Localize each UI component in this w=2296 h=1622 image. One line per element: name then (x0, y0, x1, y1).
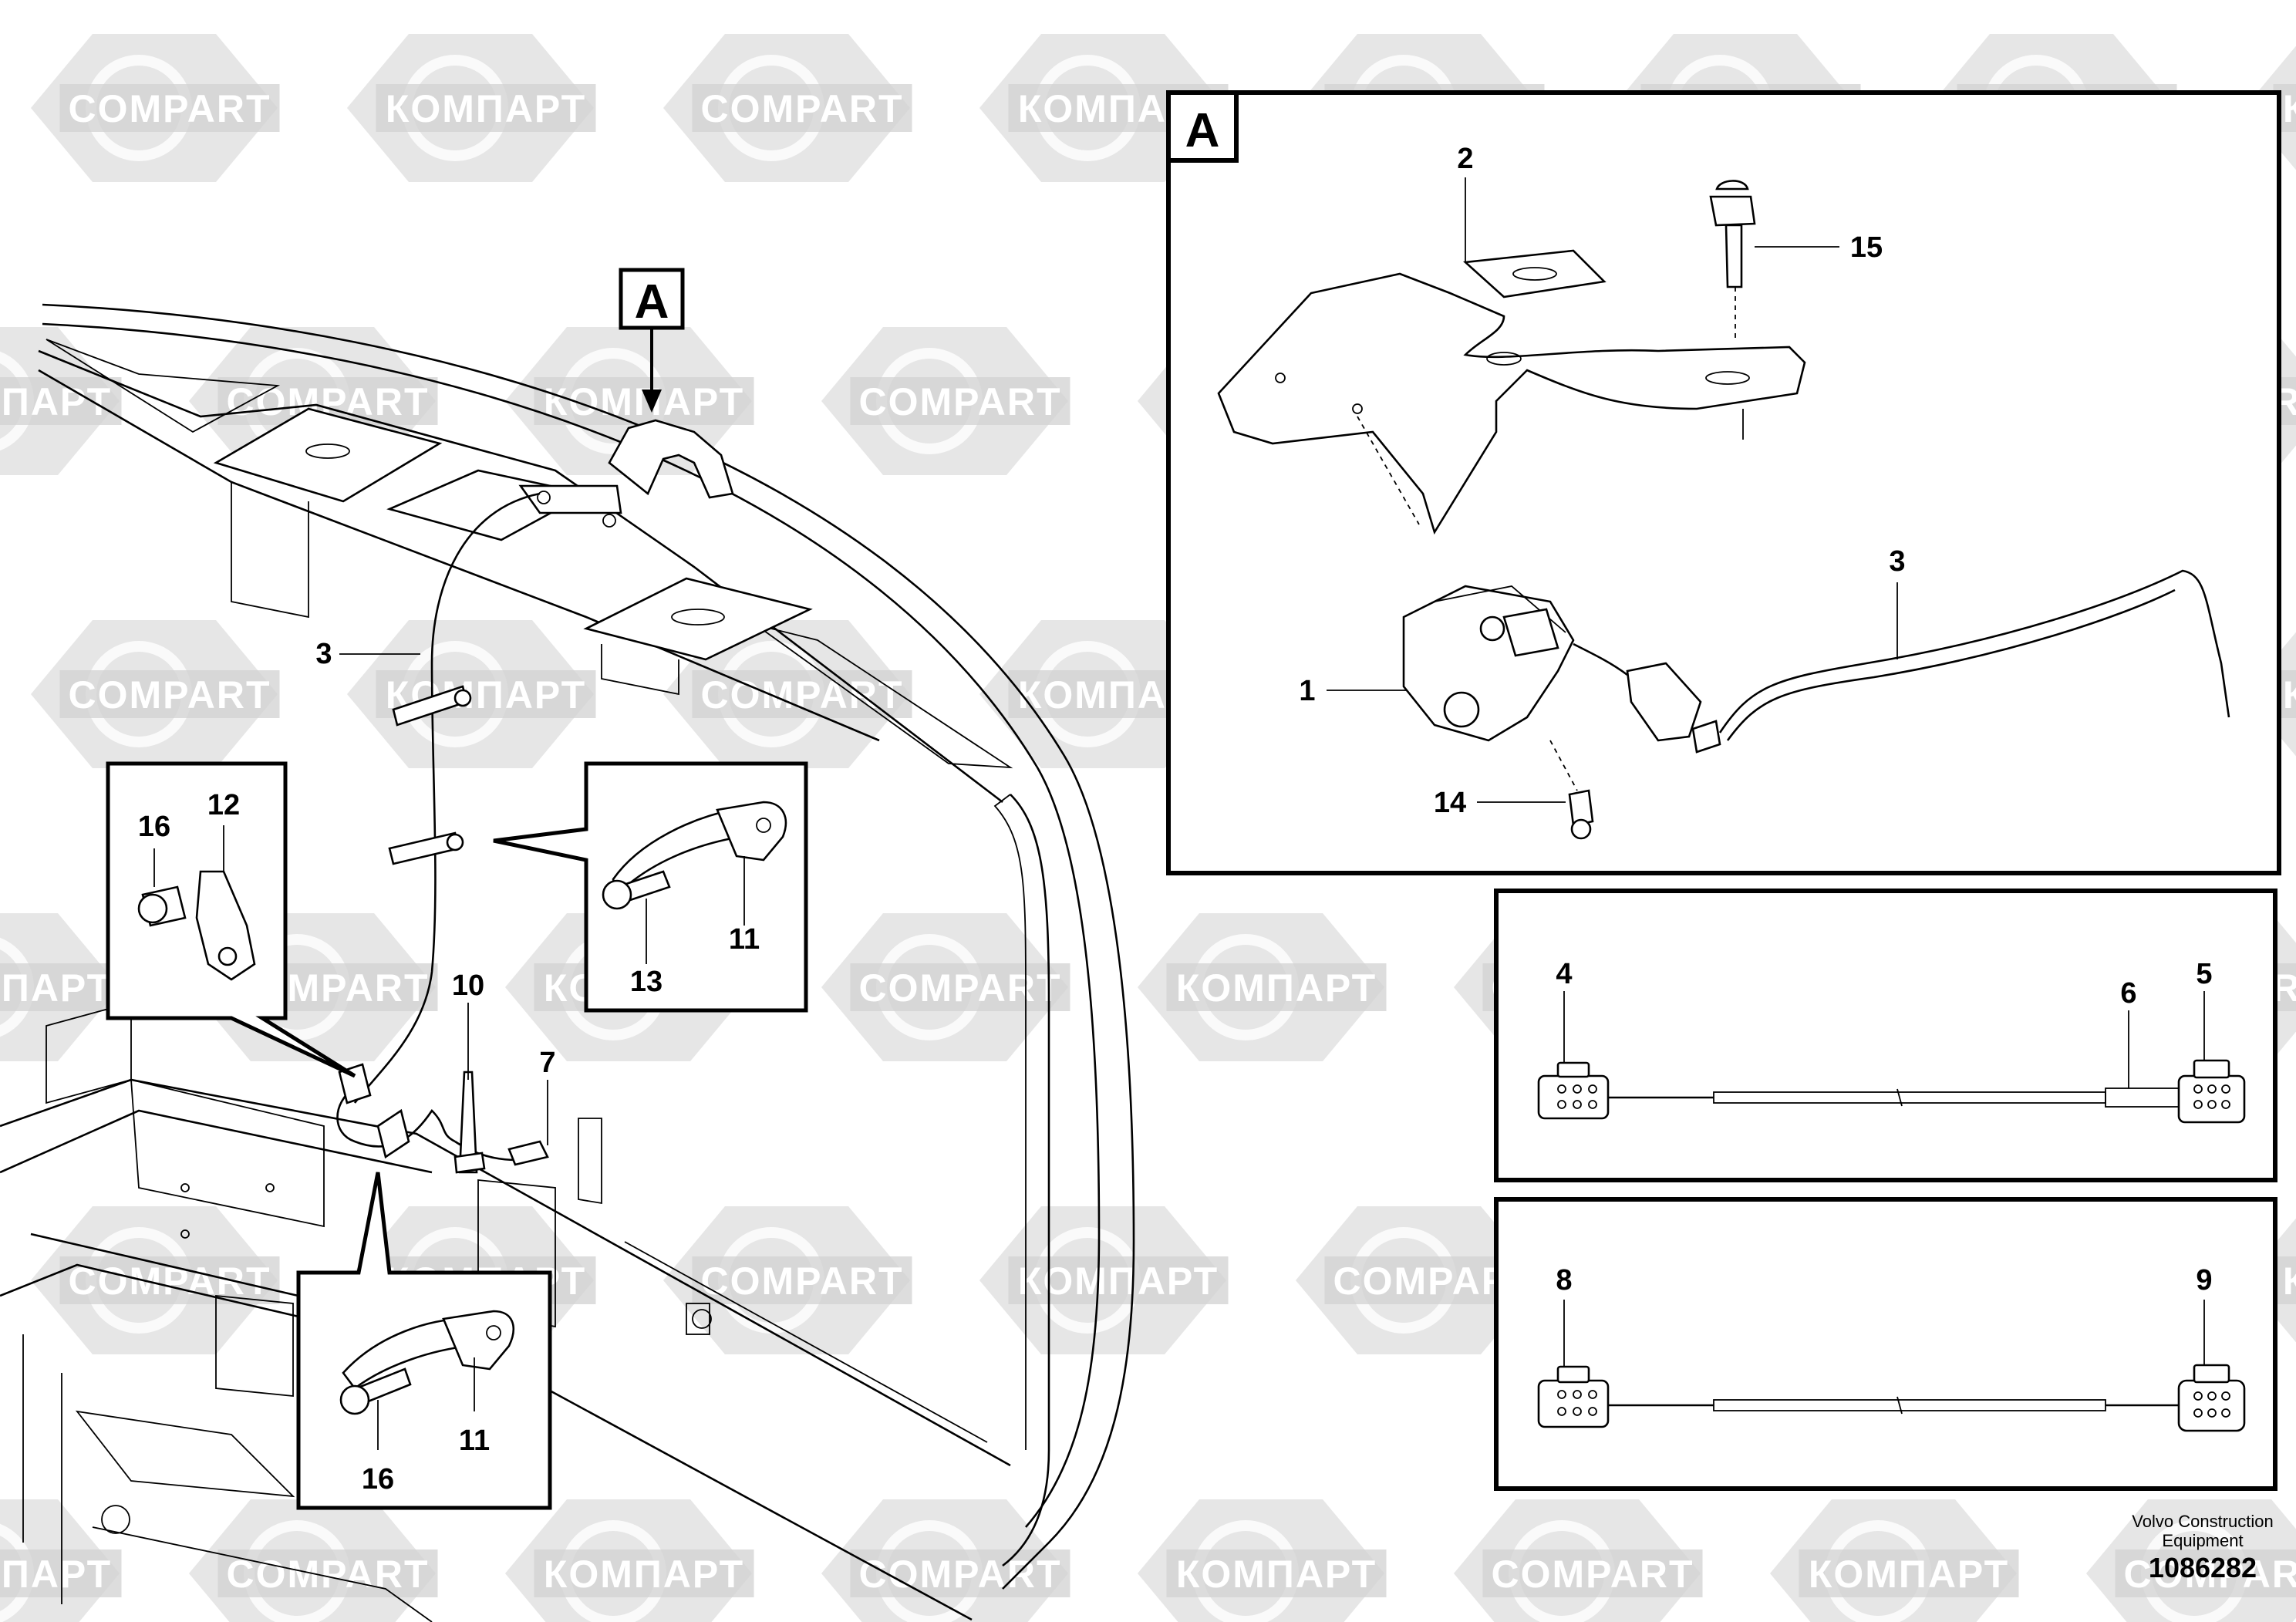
watermark-plate (1166, 1549, 1387, 1597)
view-a-marker-label: A (635, 275, 669, 329)
watermark-text: COMPART (700, 87, 903, 130)
watermark-text: КОМПАРТ (1176, 966, 1377, 1010)
document-number: 1086282 (2149, 1552, 2257, 1583)
callout-3-detail: 3 (1889, 545, 1905, 578)
watermark-plate (850, 963, 1070, 1011)
watermark-text: COMPART (2123, 1553, 2296, 1596)
watermark-text: COMPART (858, 1553, 1061, 1596)
harness-panel-lower: 8 9 (1494, 1197, 2277, 1491)
inset-clip-12: 16 12 (106, 761, 356, 1078)
watermark-text: КОМПАРТ (0, 1553, 112, 1596)
watermark-plate (534, 377, 754, 425)
watermark-plate (1799, 1549, 2019, 1597)
watermark-text: COMPART (68, 673, 271, 717)
watermark-plate (2115, 1549, 2296, 1597)
callout-11-upper: 11 (729, 923, 760, 956)
watermark-text: COMPART (68, 87, 271, 130)
inset-clip-13: 13 11 (493, 761, 808, 1013)
watermark-text: КОМПАРТ (2283, 1259, 2296, 1303)
watermark-text: КОМПАРТ (1176, 1553, 1377, 1596)
watermark-plate (0, 377, 122, 425)
callout-14: 14 (1434, 787, 1466, 819)
watermark-plate (692, 1256, 912, 1304)
callout-9: 9 (2196, 1264, 2212, 1297)
watermark-text: КОМПАРТ (386, 87, 586, 130)
watermark-plate (217, 1549, 438, 1597)
watermark-plate (59, 1256, 280, 1304)
callout-10: 10 (452, 969, 484, 1002)
view-a-title: A (1185, 104, 1220, 157)
watermark-text: КОМПАРТ (1018, 1259, 1219, 1303)
inset-clip-16: 16 11 (296, 1172, 552, 1510)
watermark-text: КОМПАРТ (544, 1553, 744, 1596)
watermark-plate (534, 1549, 754, 1597)
credit-line-1: Volvo Construction (2132, 1512, 2273, 1531)
main-assembly-view: A 3 10 7 (0, 268, 1135, 1622)
watermark-text: COMPART (858, 966, 1061, 1010)
watermark-plate (1166, 963, 1387, 1011)
detail-view-a: A (1166, 90, 2281, 875)
watermark-text: COMPART (1491, 1553, 1694, 1596)
watermark-text: COMPART (700, 673, 903, 717)
callout-4: 4 (1556, 958, 1572, 990)
watermark-text: КОМПАРТ (1809, 1553, 2009, 1596)
callout-2: 2 (1457, 143, 1473, 175)
watermark-text: КОМПАРТ (2283, 673, 2296, 717)
footer-block: Volvo Construction Equipment 1086282 (2132, 1512, 2273, 1583)
callout-6: 6 (2120, 977, 2136, 1010)
callout-1: 1 (1299, 675, 1315, 707)
watermark-plate (692, 84, 912, 132)
harness-panel-upper: 4 6 5 (1494, 889, 2277, 1182)
watermark-plate (1008, 1256, 1229, 1304)
callout-16-lower: 16 (362, 1463, 394, 1496)
watermark-plate (376, 84, 596, 132)
callout-15: 15 (1850, 231, 1883, 264)
watermark-plate (1482, 1549, 1703, 1597)
callout-12: 12 (207, 789, 240, 821)
watermark-text: COMPART (226, 1553, 429, 1596)
watermark-plate (59, 84, 280, 132)
watermark-plate (0, 1549, 122, 1597)
callout-3-main: 3 (315, 638, 332, 670)
callout-13: 13 (630, 966, 663, 998)
credit-line-2: Equipment (2162, 1531, 2243, 1550)
callout-16-inset: 16 (138, 811, 170, 843)
watermark-plate (0, 963, 122, 1011)
watermark-text: COMPART (858, 380, 1061, 423)
watermark-text: COMPART (700, 1259, 903, 1303)
callout-7: 7 (539, 1047, 555, 1079)
watermark-text: КОМПАРТ (2283, 87, 2296, 130)
callout-8: 8 (1556, 1264, 1572, 1297)
callout-5: 5 (2196, 958, 2212, 990)
watermark-text: КОМПАРТ (0, 966, 112, 1010)
watermark-plate (59, 670, 280, 718)
watermark-plate (850, 377, 1070, 425)
callout-11-lower: 11 (459, 1425, 490, 1457)
watermark-text: КОМПАРТ (0, 380, 112, 423)
